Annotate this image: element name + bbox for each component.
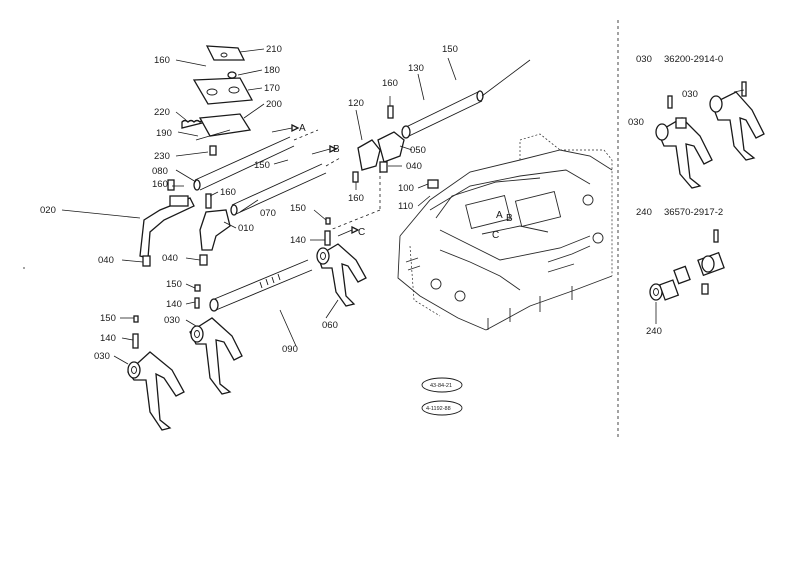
direction-arrows <box>271 123 360 237</box>
label-170: 170 <box>264 83 280 94</box>
label-030-a: 030 <box>164 315 180 326</box>
label-160-b: 160 <box>152 179 168 190</box>
label-160-a: 160 <box>154 55 170 66</box>
arrow-label-c: C <box>358 227 365 238</box>
label-180: 180 <box>264 65 280 76</box>
label-130: 130 <box>408 63 424 74</box>
stamp-2-outline <box>421 400 463 416</box>
housing-label-c: C <box>492 230 499 241</box>
shift-fork-030-mid <box>189 317 243 395</box>
label-030-b: 030 <box>94 351 110 362</box>
label-190: 190 <box>156 128 172 139</box>
label-150-a: 150 <box>254 160 270 171</box>
label-150-c: 150 <box>100 313 116 324</box>
label-150-b: 150 <box>166 279 182 290</box>
label-020: 020 <box>40 205 56 216</box>
inset-bottom-code: 240 <box>636 207 652 218</box>
label-230: 230 <box>154 151 170 162</box>
label-040-b: 040 <box>162 253 178 264</box>
cover-plate-assembly <box>181 45 254 156</box>
label-240: 240 <box>646 326 662 337</box>
label-140-b: 140 <box>100 333 116 344</box>
transmission-housing <box>397 133 613 331</box>
shift-arm-020 <box>139 179 195 259</box>
label-100: 100 <box>398 183 414 194</box>
label-050: 050 <box>410 145 426 156</box>
label-220: 220 <box>154 107 170 118</box>
inset-top-part-number: 36200-2914-0 <box>664 54 723 65</box>
shift-rod-130 <box>401 59 531 139</box>
label-030-c: 030 <box>682 89 698 100</box>
label-040-a: 040 <box>98 255 114 266</box>
stamp-1-text: 43-84-21 <box>430 383 452 389</box>
arrow-label-b: B <box>333 144 340 155</box>
detent-100 <box>427 179 439 189</box>
label-120: 120 <box>348 98 364 109</box>
label-160-d: 160 <box>382 78 398 89</box>
label-200: 200 <box>266 99 282 110</box>
inset-assembly-240 <box>649 229 725 324</box>
label-080: 080 <box>152 166 168 177</box>
label-030-d: 030 <box>628 117 644 128</box>
label-090: 090 <box>282 344 298 355</box>
stamp-1-outline <box>421 377 463 393</box>
shift-rod-070 <box>230 157 341 216</box>
inset-top-code: 030 <box>636 54 652 65</box>
label-070: 070 <box>260 208 276 219</box>
shift-fork-060 <box>316 243 367 307</box>
leader-lines-top-left <box>175 48 265 157</box>
label-160-e: 160 <box>348 193 364 204</box>
arrow-label-a: A <box>299 123 306 134</box>
shift-rod-090 <box>209 259 313 312</box>
label-010: 010 <box>238 223 254 234</box>
shift-block-120 <box>352 139 381 183</box>
inset-bottom-part-number: 36570-2917-2 <box>664 207 723 218</box>
housing-label-b: B <box>506 213 513 224</box>
stamp-2-text: 4-1192-88 <box>426 406 451 412</box>
leader-lines-main <box>61 57 457 365</box>
housing-label-a: A <box>496 210 503 221</box>
shift-fork-030-left <box>127 351 185 431</box>
label-210: 210 <box>266 44 282 55</box>
block-010 <box>199 193 231 251</box>
label-150-d: 150 <box>290 203 306 214</box>
label-150-e: 150 <box>442 44 458 55</box>
label-140-a: 140 <box>166 299 182 310</box>
shift-block-050 <box>377 105 405 173</box>
label-160-c: 160 <box>220 187 236 198</box>
inset-fork-030 <box>655 81 765 189</box>
label-140-c: 140 <box>290 235 306 246</box>
label-110: 110 <box>398 201 413 212</box>
pins-left <box>132 217 331 349</box>
shift-rod-080 <box>193 129 319 191</box>
part-labels: 160 210 180 170 220 200 190 230 150 080 … <box>40 44 723 412</box>
label-060: 060 <box>322 320 338 331</box>
stamp-group <box>421 377 463 416</box>
label-040-c: 040 <box>406 161 422 172</box>
